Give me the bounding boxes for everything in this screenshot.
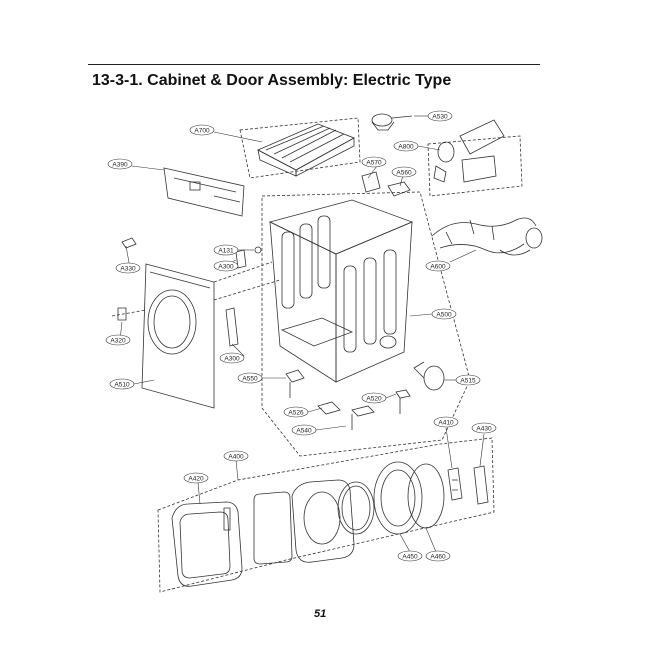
sensor-part xyxy=(371,113,413,131)
label-a330: A330 xyxy=(120,266,136,273)
header-rule xyxy=(88,64,540,65)
label-a526: A526 xyxy=(288,410,304,417)
hinge-bracket-part xyxy=(225,307,239,347)
rear-panel-part xyxy=(163,167,245,217)
label-a800: A800 xyxy=(398,144,414,151)
front-panel-part xyxy=(141,263,215,409)
label-a410: A410 xyxy=(438,420,454,427)
label-a510: A510 xyxy=(114,382,130,389)
page-number: 51 xyxy=(314,608,327,620)
hinge-part-a330 xyxy=(235,249,247,269)
label-a300-lower: A300 xyxy=(224,356,240,363)
cabinet-group-boundary xyxy=(261,191,471,457)
door-hinge-a420 xyxy=(223,507,231,531)
label-a515: A515 xyxy=(460,378,476,385)
door-frame-part xyxy=(171,501,243,587)
top-cover-part xyxy=(257,123,355,177)
door-latch-a410 xyxy=(447,467,463,501)
label-a400: A400 xyxy=(228,454,244,461)
label-a520: A520 xyxy=(366,396,382,403)
label-a300-upper: A300 xyxy=(218,264,234,271)
label-a700: A700 xyxy=(194,128,210,135)
door-gasket-part xyxy=(337,481,375,535)
wiring-harness-part xyxy=(431,217,543,256)
door-ring-part-a460 xyxy=(407,463,445,529)
leveling-feet xyxy=(285,369,411,430)
part-labels: A700 A390 A530 A800 A570 A560 A131 A300 … xyxy=(105,110,497,562)
cabinet-frame-part xyxy=(268,199,414,383)
label-a131: A131 xyxy=(218,248,234,255)
label-a500: A500 xyxy=(436,312,452,319)
label-a390: A390 xyxy=(112,162,128,169)
vent-part-a515 xyxy=(413,361,445,391)
top-group-boundary xyxy=(239,117,361,179)
door-ring-part-a450 xyxy=(373,461,423,535)
inner-door-frame-part xyxy=(291,479,355,563)
label-a530: A530 xyxy=(432,114,448,121)
door-glass-part xyxy=(253,491,293,565)
label-a430: A430 xyxy=(476,426,492,433)
label-a320: A320 xyxy=(110,338,126,345)
label-a540: A540 xyxy=(296,428,312,435)
label-a550: A550 xyxy=(242,376,258,383)
exhaust-duct-part xyxy=(433,119,505,183)
label-a450: A450 xyxy=(402,554,418,561)
label-a460: A460 xyxy=(430,554,446,561)
page-title: 13-3-1. Cabinet & Door Assembly: Electri… xyxy=(92,72,452,89)
label-a420: A420 xyxy=(188,476,204,483)
label-a570: A570 xyxy=(366,160,382,167)
latch-part xyxy=(117,307,127,321)
door-group-boundary xyxy=(157,437,495,593)
fastener-a131 xyxy=(254,246,262,254)
label-a600: A600 xyxy=(430,264,446,271)
control-bracket-part xyxy=(121,237,137,249)
door-latch-a430 xyxy=(473,465,489,505)
duct-group-boundary xyxy=(427,135,523,197)
label-a560: A560 xyxy=(396,170,412,177)
